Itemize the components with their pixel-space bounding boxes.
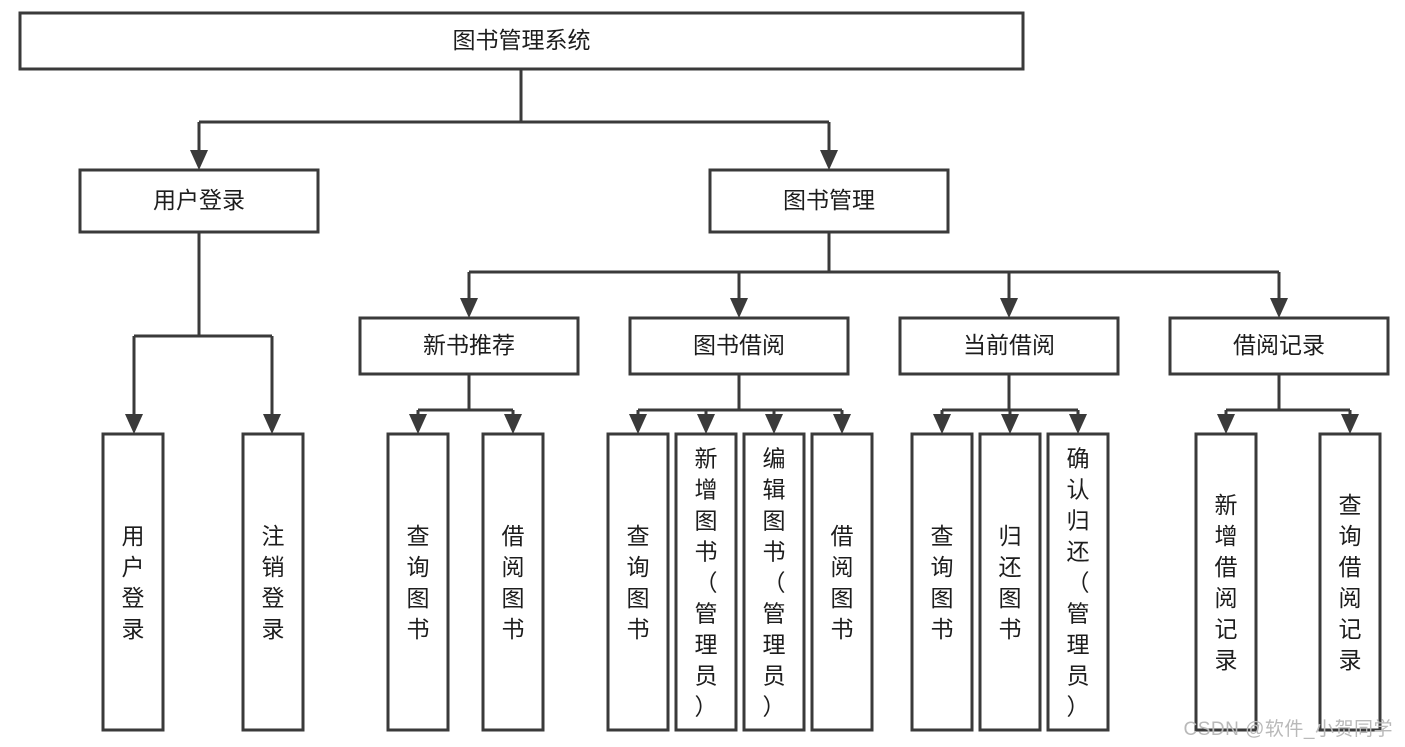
node-label-leaf-query-book-current: 查询图书 [931, 523, 954, 642]
arrow-head-icon [460, 298, 478, 318]
node-label-leaf-borrow-book: 借阅图书 [831, 523, 854, 642]
node-book-borrow[interactable]: 图书借阅 [628, 316, 850, 376]
arrow-head-icon [1270, 298, 1288, 318]
arrow-head-icon [125, 414, 143, 434]
node-leaf-query-book-borrow[interactable]: 查询图书 [606, 432, 670, 732]
node-box-book-management[interactable] [708, 168, 950, 234]
connector-layer [125, 69, 1359, 434]
arrow-head-icon [629, 414, 647, 434]
connector-group-root-bus [190, 69, 838, 170]
node-box-leaf-logout[interactable] [241, 432, 305, 732]
node-label-leaf-query-book-recommend: 查询图书 [407, 523, 430, 642]
node-leaf-return-book[interactable]: 归还图书 [978, 432, 1042, 732]
arrow-head-icon [190, 150, 208, 170]
arrow-head-icon [933, 414, 951, 434]
node-leaf-query-book-recommend[interactable]: 查询图书 [386, 432, 450, 732]
connector-group-user-login-bus [125, 232, 281, 434]
node-label-leaf-query-book-borrow: 查询图书 [627, 523, 650, 642]
node-box-leaf-borrow-book[interactable] [810, 432, 874, 732]
node-label-leaf-return-book: 归还图书 [999, 523, 1022, 642]
node-leaf-borrow-book[interactable]: 借阅图书 [810, 432, 874, 732]
node-box-leaf-borrow-book-recommend[interactable] [481, 432, 545, 732]
node-label-leaf-add-borrow-record: 新增借阅记录 [1215, 492, 1238, 673]
node-label-leaf-logout: 注销登录 [262, 523, 285, 642]
arrow-head-icon [1217, 414, 1235, 434]
node-book-management[interactable]: 图书管理 [708, 168, 950, 234]
node-label-current-borrow: 当前借阅 [963, 332, 1055, 358]
arrow-head-icon [833, 414, 851, 434]
arrow-head-icon [409, 414, 427, 434]
node-leaf-logout[interactable]: 注销登录 [241, 432, 305, 732]
node-label-new-book-recommend: 新书推荐 [423, 332, 515, 358]
node-box-book-borrow[interactable] [628, 316, 850, 376]
node-leaf-query-borrow-record[interactable]: 查询借阅记录 [1318, 432, 1382, 732]
node-box-leaf-query-book-borrow[interactable] [606, 432, 670, 732]
node-leaf-confirm-return-admin[interactable]: 确认归还（管理员） [1046, 432, 1110, 732]
connector-group-borrow-record-bus [1217, 374, 1359, 434]
connector-group-book-borrow-bus [629, 374, 851, 434]
node-label-leaf-add-book-admin: 新增图书（管理员） [695, 446, 718, 720]
node-box-root[interactable] [18, 11, 1025, 71]
node-label-leaf-edit-book-admin: 编辑图书（管理员） [763, 446, 786, 720]
node-box-new-book-recommend[interactable] [358, 316, 580, 376]
node-box-leaf-add-book-admin[interactable] [674, 432, 738, 732]
node-layer: 图书管理系统用户登录图书管理新书推荐图书借阅当前借阅借阅记录用户登录注销登录查询… [18, 11, 1390, 732]
arrow-head-icon [820, 150, 838, 170]
node-leaf-query-book-current[interactable]: 查询图书 [910, 432, 974, 732]
arrow-head-icon [1000, 298, 1018, 318]
arrow-head-icon [504, 414, 522, 434]
node-leaf-user-login[interactable]: 用户登录 [101, 432, 165, 732]
connector-group-current-borrow-bus [933, 374, 1087, 434]
node-root[interactable]: 图书管理系统 [18, 11, 1025, 71]
node-label-leaf-confirm-return-admin: 确认归还（管理员） [1067, 446, 1090, 720]
node-box-leaf-add-borrow-record[interactable] [1194, 432, 1258, 732]
arrow-head-icon [697, 414, 715, 434]
arrow-head-icon [730, 298, 748, 318]
connector-group-book-management-bus [460, 232, 1288, 318]
node-box-leaf-return-book[interactable] [978, 432, 1042, 732]
node-label-leaf-user-login: 用户登录 [122, 523, 145, 642]
node-box-leaf-user-login[interactable] [101, 432, 165, 732]
node-box-leaf-query-book-recommend[interactable] [386, 432, 450, 732]
node-box-borrow-record[interactable] [1168, 316, 1390, 376]
arrow-head-icon [765, 414, 783, 434]
node-box-leaf-edit-book-admin[interactable] [742, 432, 806, 732]
node-label-user-login: 用户登录 [153, 187, 245, 213]
node-current-borrow[interactable]: 当前借阅 [898, 316, 1120, 376]
arrow-head-icon [1001, 414, 1019, 434]
node-box-user-login[interactable] [78, 168, 320, 234]
node-label-root: 图书管理系统 [453, 27, 591, 53]
node-box-leaf-query-book-current[interactable] [910, 432, 974, 732]
node-label-leaf-query-borrow-record: 查询借阅记录 [1339, 492, 1362, 673]
connector-group-new-book-recommend-bus [409, 374, 522, 434]
node-label-borrow-record: 借阅记录 [1233, 332, 1325, 358]
arrow-head-icon [1069, 414, 1087, 434]
node-box-leaf-query-borrow-record[interactable] [1318, 432, 1382, 732]
node-label-book-management: 图书管理 [783, 187, 875, 213]
node-box-leaf-confirm-return-admin[interactable] [1046, 432, 1110, 732]
node-new-book-recommend[interactable]: 新书推荐 [358, 316, 580, 376]
node-label-leaf-borrow-book-recommend: 借阅图书 [502, 523, 525, 642]
node-label-book-borrow: 图书借阅 [693, 332, 785, 358]
node-user-login[interactable]: 用户登录 [78, 168, 320, 234]
node-leaf-add-book-admin[interactable]: 新增图书（管理员） [674, 432, 738, 732]
node-leaf-edit-book-admin[interactable]: 编辑图书（管理员） [742, 432, 806, 732]
arrow-head-icon [1341, 414, 1359, 434]
arrow-head-icon [263, 414, 281, 434]
node-leaf-borrow-book-recommend[interactable]: 借阅图书 [481, 432, 545, 732]
node-borrow-record[interactable]: 借阅记录 [1168, 316, 1390, 376]
node-leaf-add-borrow-record[interactable]: 新增借阅记录 [1194, 432, 1258, 732]
node-box-current-borrow[interactable] [898, 316, 1120, 376]
